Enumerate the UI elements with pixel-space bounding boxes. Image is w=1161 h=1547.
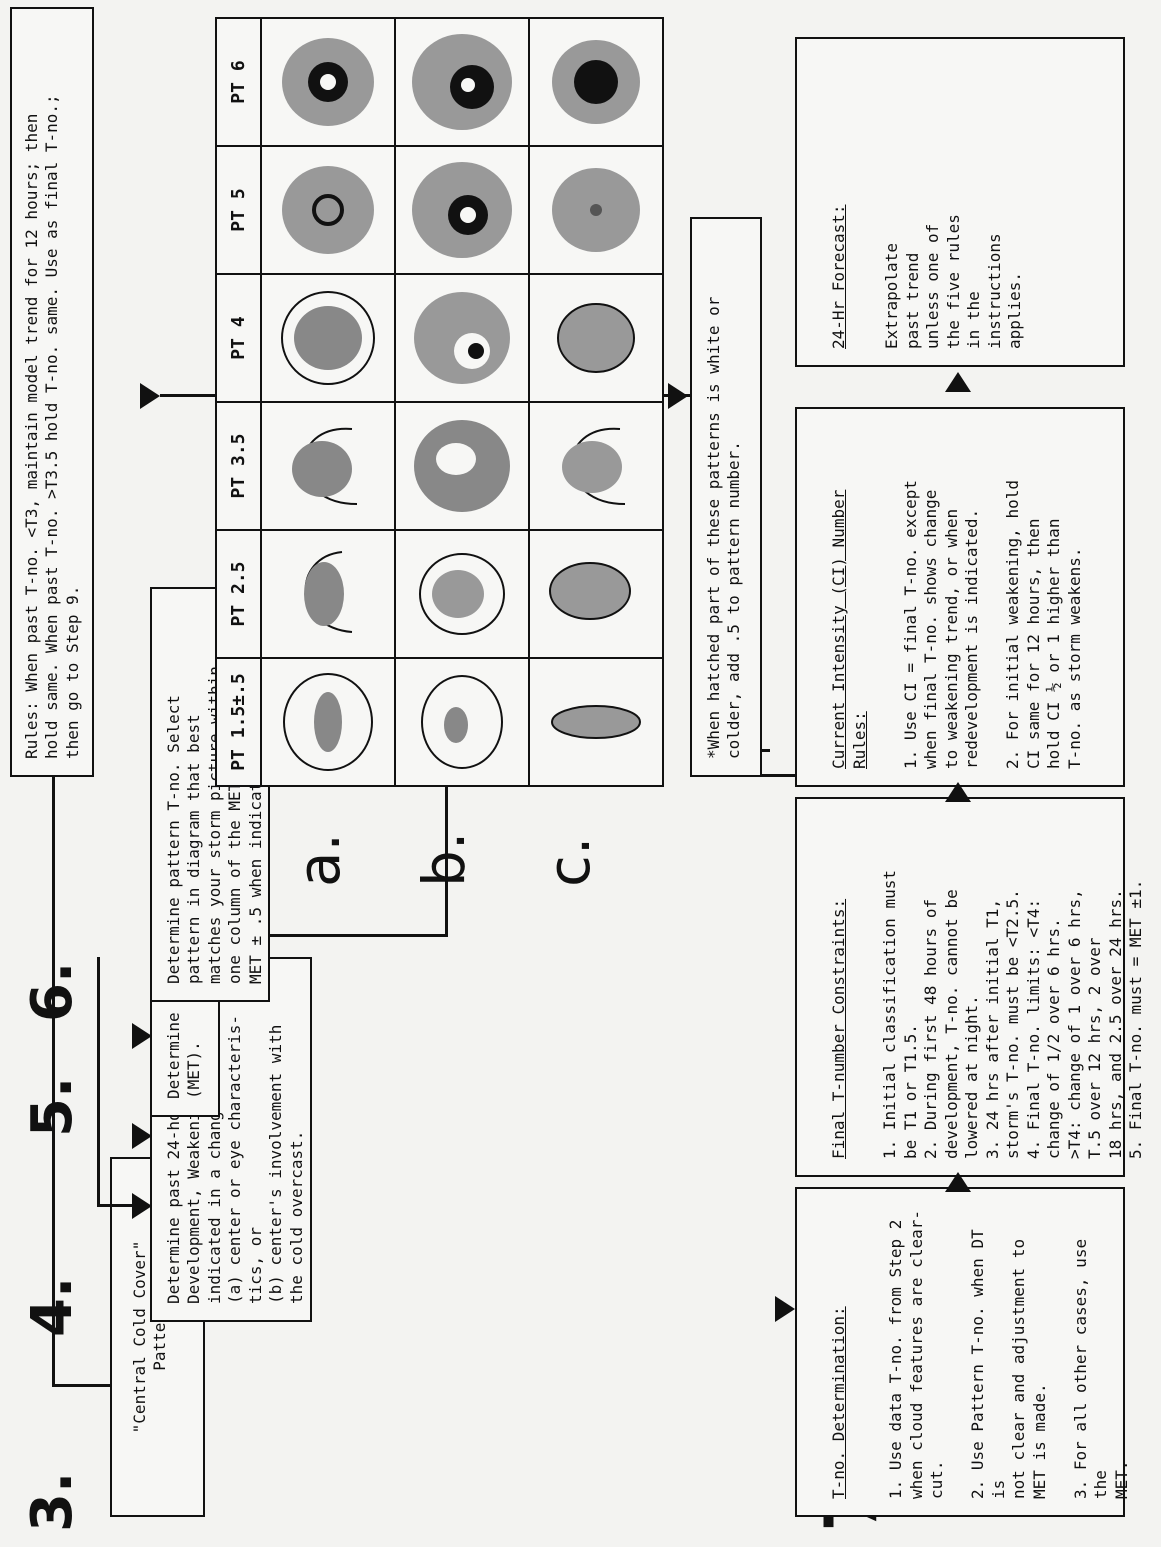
pattern-b-6	[395, 18, 529, 146]
pattern-row-b-label: b.	[410, 831, 478, 887]
pattern-header-2: PT 2.5	[216, 530, 261, 658]
forecast-body: Extrapolate past trend unless one of the…	[882, 214, 1025, 349]
pattern-c-5	[529, 146, 663, 274]
pattern-a-1	[261, 658, 395, 786]
tno-heading: T-no. Determination:	[829, 1306, 849, 1499]
pattern-grid: PT 1.5±.5 PT 2.5 PT 3.5 PT 4 PT 5 PT 6	[215, 17, 664, 787]
arrow-to-note	[668, 383, 688, 409]
pattern-a-4	[261, 274, 395, 402]
pattern-header-4: PT 4	[216, 274, 261, 402]
pattern-c-3	[529, 402, 663, 530]
tno-body: 1. Use data T-no. from Step 2 when cloud…	[886, 1210, 1131, 1499]
ci-rules-box: Current Intensity (CI) Number Rules: 1. …	[795, 407, 1125, 787]
pattern-b-4	[395, 274, 529, 402]
ci-body: 1. Use CI = final T-no. except when fina…	[900, 480, 1084, 769]
connector-step3-rules-stub	[52, 1384, 110, 1387]
step3-rules-box: Rules: When past T-no. <T3, maintain mod…	[10, 7, 94, 777]
pattern-b-5	[395, 146, 529, 274]
pattern-header-3: PT 3.5	[216, 402, 261, 530]
arrow-to-step4	[132, 1193, 152, 1219]
pattern-header-1: PT 1.5±.5	[216, 658, 261, 786]
arrow-to-step6	[132, 1023, 152, 1049]
connector-step3-rules	[52, 777, 55, 1387]
pattern-row-c-label: c.	[535, 836, 603, 887]
hatched-note-box: *When hatched part of these patterns is …	[690, 217, 762, 777]
final-heading: Final T-number Constraints:	[829, 898, 849, 1159]
pattern-header-6: PT 6	[216, 18, 261, 146]
arrow-to-step5	[132, 1123, 152, 1149]
pattern-row-a-label: a.	[285, 833, 353, 887]
pattern-b-1	[395, 658, 529, 786]
connector-step6-up	[270, 934, 445, 937]
pattern-c-1	[529, 658, 663, 786]
pattern-a-3	[261, 402, 395, 530]
pattern-header-5: PT 5	[216, 146, 261, 274]
arrow-to-grid	[140, 383, 160, 409]
tno-determination-box: T-no. Determination: 1. Use data T-no. f…	[795, 1187, 1131, 1517]
final-tnumber-box: Final T-number Constraints: 1. Initial c…	[795, 797, 1145, 1177]
pattern-b-2	[395, 530, 529, 658]
pattern-a-5	[261, 146, 395, 274]
ci-heading: Current Intensity (CI) Number Rules:	[829, 489, 869, 769]
forecast-heading: 24-Hr Forecast:	[829, 204, 849, 350]
pattern-a-6	[261, 18, 395, 146]
pattern-b-3	[395, 402, 529, 530]
pattern-a-2	[261, 530, 395, 658]
step-number-3: 3.	[20, 1471, 85, 1532]
pattern-c-2	[529, 530, 663, 658]
pattern-c-4	[529, 274, 663, 402]
arrow-ci-to-forecast	[945, 372, 971, 392]
final-body: 1. Initial classification must be T1 or …	[880, 870, 1146, 1159]
arrow-tno-to-final	[945, 1172, 971, 1192]
forecast-box: 24-Hr Forecast: Extrapolate past trend u…	[795, 37, 1125, 367]
arrow-final-to-ci	[945, 782, 971, 802]
connector-vertical-left	[97, 957, 100, 1207]
pattern-c-6	[529, 18, 663, 146]
arrow-to-step7	[775, 1296, 795, 1322]
